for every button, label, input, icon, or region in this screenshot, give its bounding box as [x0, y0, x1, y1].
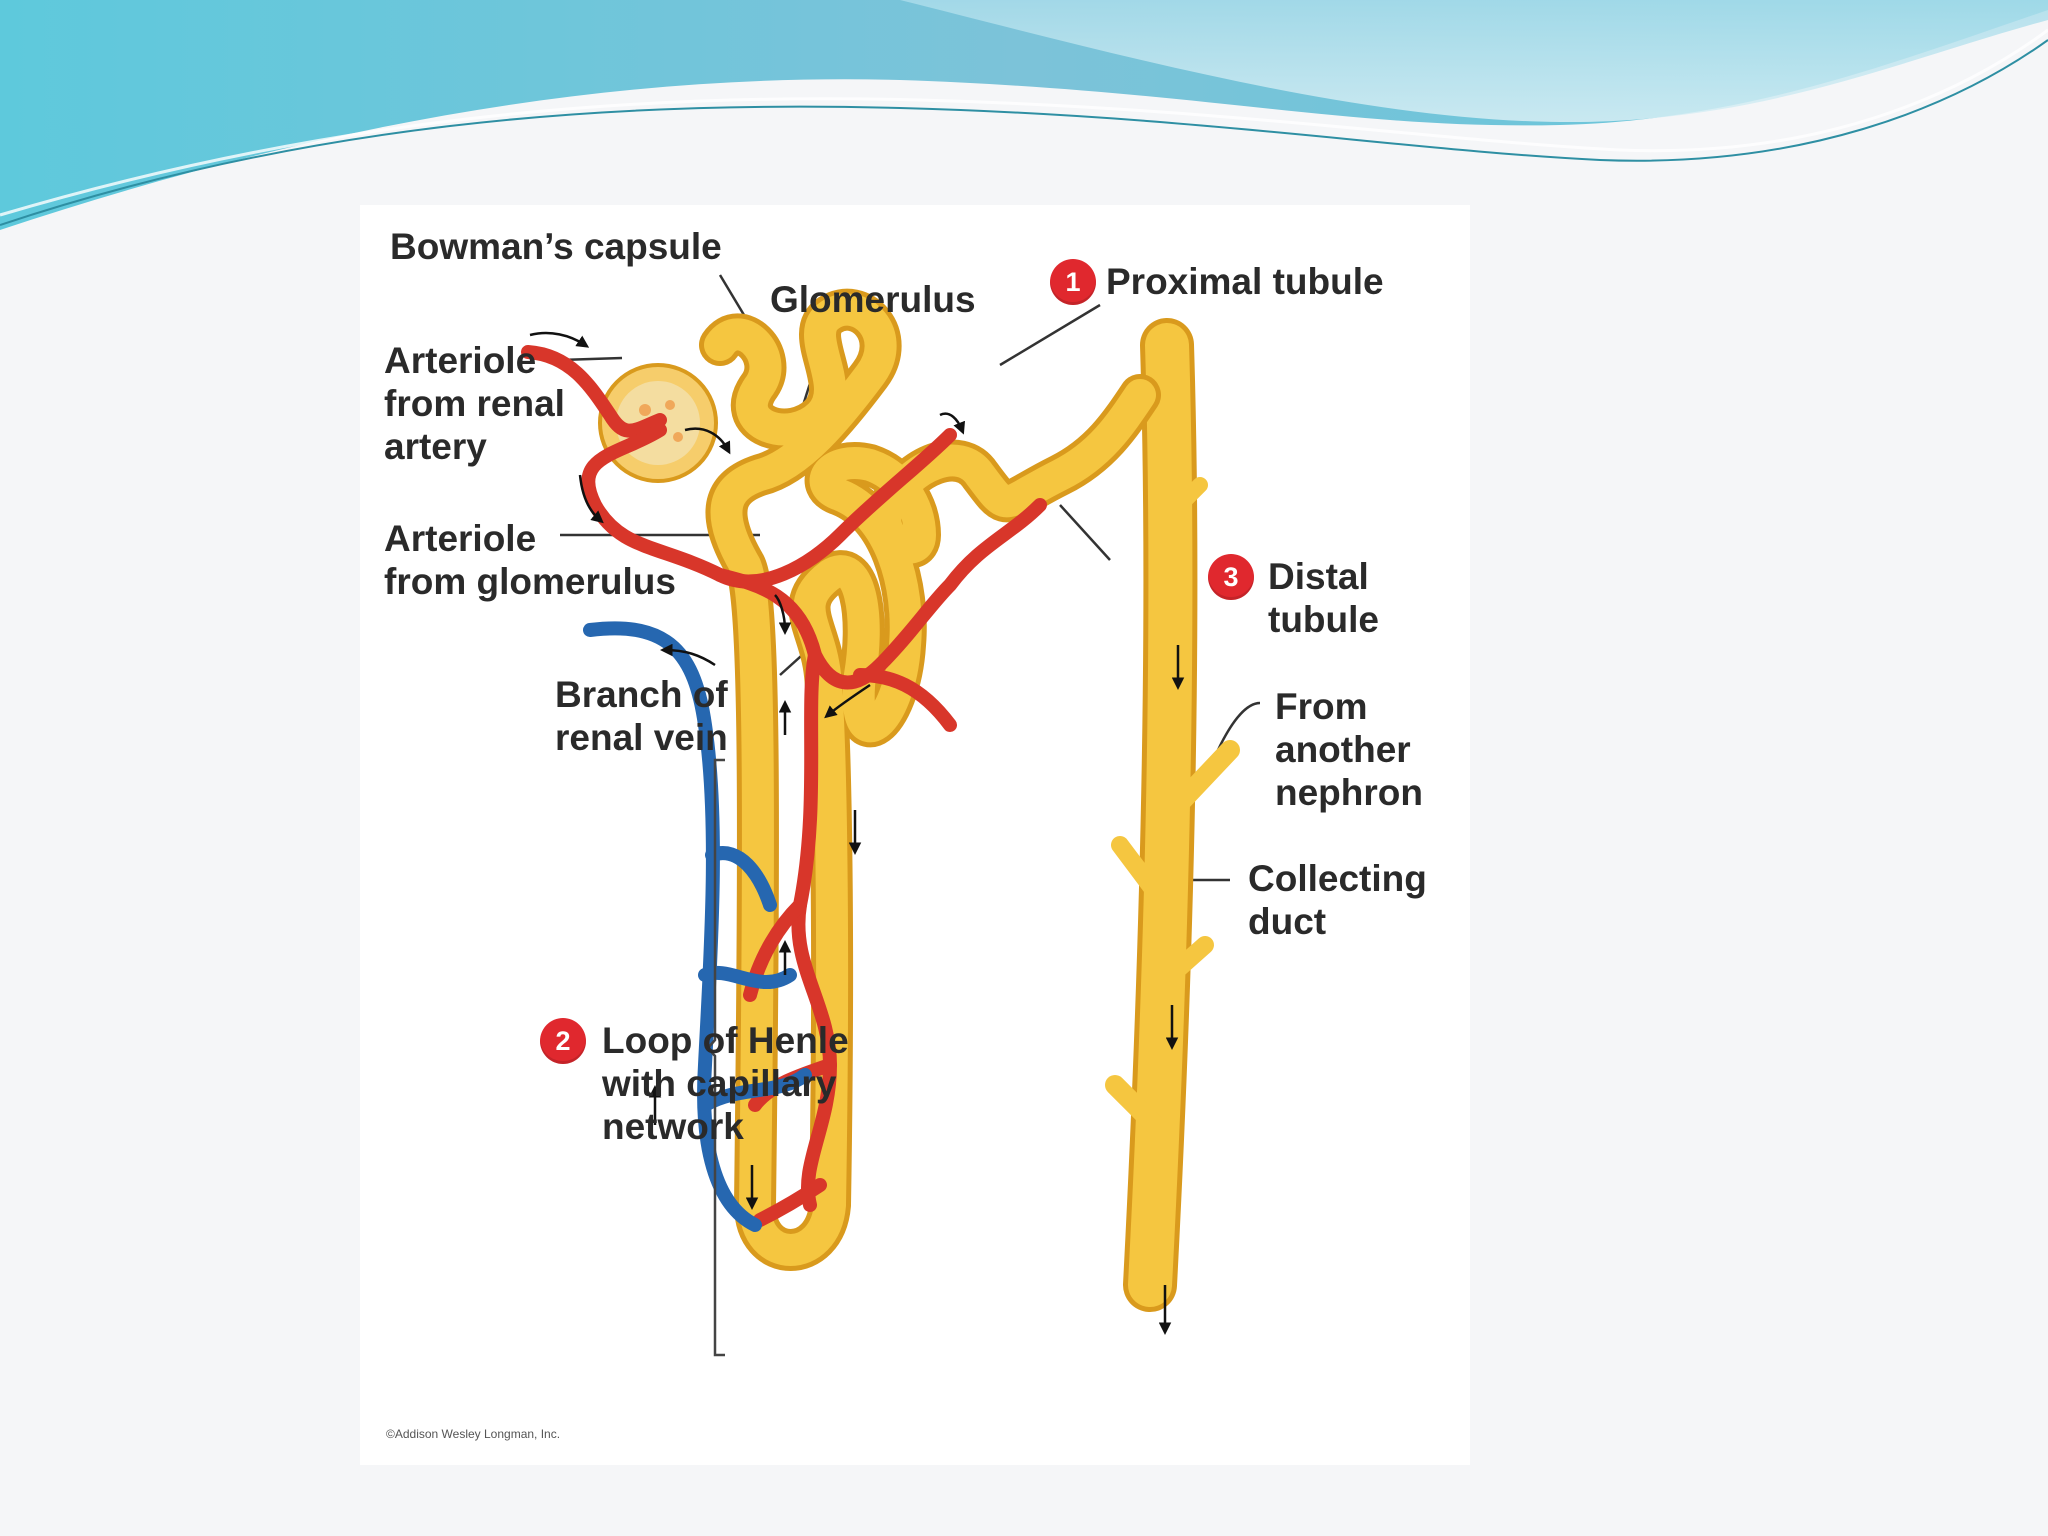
label-collecting-duct-2: duct [1248, 900, 1326, 943]
label-collecting-duct-1: Collecting [1248, 857, 1427, 900]
badge-distal: 3 [1208, 554, 1254, 600]
label-loop-henle-2: with capillary [602, 1062, 836, 1105]
badge-loop: 2 [540, 1018, 586, 1064]
label-another-nephron-1: From [1275, 685, 1368, 728]
collecting-duct [1115, 345, 1230, 1285]
label-another-nephron-3: nephron [1275, 771, 1423, 814]
nephron-diagram: Bowman’s capsule Glomerulus 1 Proximal t… [360, 205, 1470, 1465]
label-branch-renal-vein-2: renal vein [555, 716, 728, 759]
label-loop-henle-1: Loop of Henle [602, 1019, 849, 1062]
label-glomerulus: Glomerulus [770, 278, 976, 321]
copyright-credit: ©Addison Wesley Longman, Inc. [386, 1427, 560, 1441]
label-arteriole-renal-1: Arteriole [384, 339, 536, 382]
label-arteriole-renal-2: from renal [384, 382, 565, 425]
label-proximal-tubule: Proximal tubule [1106, 260, 1384, 303]
label-loop-henle-3: network [602, 1105, 744, 1148]
label-arteriole-glomerulus-2: from glomerulus [384, 560, 676, 603]
label-distal-1: Distal [1268, 555, 1369, 598]
label-bowmans-capsule: Bowman’s capsule [390, 225, 722, 268]
label-distal-2: tubule [1268, 598, 1379, 641]
badge-proximal: 1 [1050, 259, 1096, 305]
label-arteriole-renal-3: artery [384, 425, 487, 468]
label-arteriole-glomerulus-1: Arteriole [384, 517, 536, 560]
label-another-nephron-2: another [1275, 728, 1411, 771]
label-branch-renal-vein-1: Branch of [555, 673, 728, 716]
